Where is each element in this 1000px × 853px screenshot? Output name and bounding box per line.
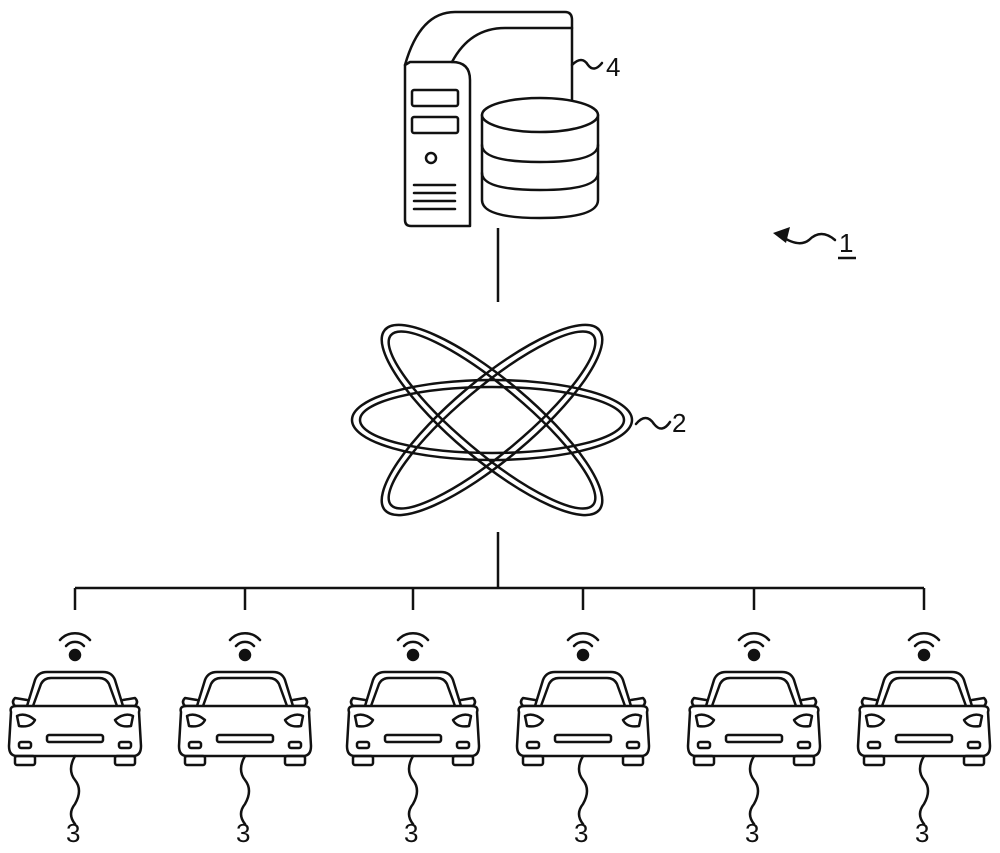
network-leader-line <box>636 418 670 429</box>
car-icon <box>517 588 649 824</box>
system-arrow <box>781 234 835 243</box>
vehicle-2 <box>179 588 311 824</box>
system-label: 1 <box>839 228 853 258</box>
server-database-icon <box>405 12 598 226</box>
car-icon <box>858 588 990 824</box>
car-icon <box>179 588 311 824</box>
vehicle-5-label: 3 <box>745 818 759 848</box>
vehicle-6 <box>858 588 990 824</box>
car-icon <box>688 588 820 824</box>
car-icon <box>9 588 141 824</box>
network-orbit-icon <box>352 299 632 540</box>
vehicle-1 <box>9 588 141 824</box>
server-leader-line <box>572 60 602 69</box>
car-icon <box>347 588 479 824</box>
vehicle-2-label: 3 <box>236 818 250 848</box>
vehicle-4 <box>517 588 649 824</box>
network-label: 2 <box>672 408 686 438</box>
vehicle-1-label: 3 <box>66 818 80 848</box>
vehicle-3-label: 3 <box>404 818 418 848</box>
vehicle-4-label: 3 <box>574 818 588 848</box>
vehicle-5 <box>688 588 820 824</box>
vehicle-6-label: 3 <box>915 818 929 848</box>
server-label: 4 <box>606 52 620 82</box>
vehicle-3 <box>347 588 479 824</box>
